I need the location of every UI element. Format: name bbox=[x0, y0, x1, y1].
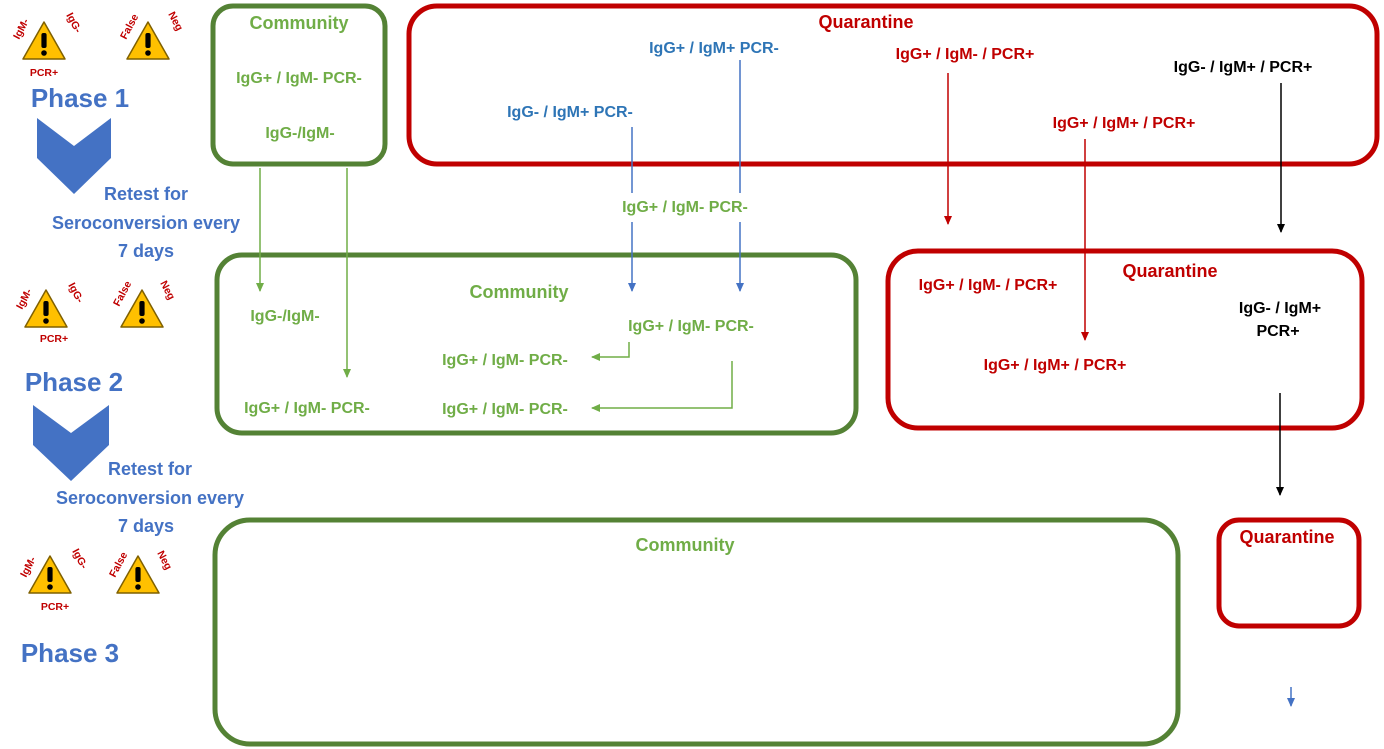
chevron-down-icon bbox=[33, 405, 109, 481]
node-community2-bottom: IgG+ / IgM- PCR- bbox=[442, 401, 568, 418]
warning-label-false: False bbox=[111, 279, 134, 308]
node-community2-igg-neg: IgG-/IgM- bbox=[250, 308, 319, 325]
community-box-phase1 bbox=[210, 3, 388, 167]
retest-line3-a: 7 days bbox=[118, 241, 174, 261]
phase-3-label: Phase 3 bbox=[21, 638, 119, 668]
node-quarantine2-igg-igm-pcr-pos: IgG+ / IgM+ / PCR+ bbox=[984, 357, 1127, 374]
warning-label-igm: IgM- bbox=[11, 16, 32, 41]
chevron-down-icon bbox=[37, 118, 111, 194]
phase-1-label: Phase 1 bbox=[31, 83, 129, 113]
community-box-phase2 bbox=[214, 252, 859, 436]
node-quarantine1-igm-pcr-pos: IgG- / IgM+ / PCR+ bbox=[1174, 59, 1313, 76]
phase-2-label: Phase 2 bbox=[25, 367, 123, 397]
node-community1-igg-neg: IgG-/IgM- bbox=[265, 125, 334, 142]
warning-label-neg: Neg bbox=[165, 10, 185, 33]
warning-label-igm: IgM- bbox=[14, 286, 35, 311]
quarantine-box-phase2 bbox=[885, 248, 1365, 431]
warning-icon-phase1-a bbox=[22, 21, 66, 60]
quarantine-box-phase1 bbox=[406, 3, 1380, 167]
node-quarantine1-igg-pos-pcr-pos: IgG+ / IgM- / PCR+ bbox=[896, 46, 1035, 63]
retest-line1-b: Retest for bbox=[108, 459, 192, 479]
retest-line3-b: 7 days bbox=[118, 516, 174, 536]
quarantine-title-phase3: Quarantine bbox=[1239, 527, 1334, 547]
node-community2-right: IgG+ / IgM- PCR- bbox=[628, 318, 754, 335]
quarantine-title-phase2: Quarantine bbox=[1122, 261, 1217, 281]
warning-label-pcr: PCR+ bbox=[40, 333, 68, 345]
community-title-phase2: Community bbox=[470, 282, 569, 302]
community-title-phase3: Community bbox=[636, 535, 735, 555]
warning-label-igm: IgM- bbox=[18, 554, 39, 579]
warning-label-igg: IgG- bbox=[65, 281, 86, 306]
community-box-phase3 bbox=[212, 517, 1181, 747]
retest-line1-a: Retest for bbox=[104, 184, 188, 204]
node-community2-left-bottom: IgG+ / IgM- PCR- bbox=[244, 400, 370, 417]
community-title-phase1: Community bbox=[250, 13, 349, 33]
node-quarantine2-igm-line2: PCR+ bbox=[1256, 323, 1299, 340]
node-quarantine1-igg-igm-pos: IgG+ / IgM+ PCR- bbox=[649, 40, 779, 57]
warning-label-neg: Neg bbox=[154, 549, 174, 572]
retest-line2-b: Seroconversion every bbox=[56, 488, 244, 508]
arrow-green bbox=[591, 342, 630, 361]
warning-label-neg: Neg bbox=[157, 279, 177, 302]
node-seroconverted: IgG+ / IgM- PCR- bbox=[622, 199, 748, 216]
warning-label-pcr: PCR+ bbox=[30, 67, 58, 79]
node-community1-igg-pos: IgG+ / IgM- PCR- bbox=[236, 70, 362, 87]
warning-label-igg: IgG- bbox=[63, 11, 84, 36]
quarantine-title-phase1: Quarantine bbox=[818, 12, 913, 32]
quarantine-box-phase3 bbox=[1216, 517, 1362, 629]
warning-label-igg: IgG- bbox=[69, 547, 90, 572]
node-quarantine2-igg-pcr-pos: IgG+ / IgM- / PCR+ bbox=[919, 277, 1058, 294]
node-quarantine1-igm-pos: IgG- / IgM+ PCR- bbox=[507, 104, 633, 121]
node-quarantine1-igg-igm-pcr-pos: IgG+ / IgM+ / PCR+ bbox=[1053, 115, 1196, 132]
node-community2-middle: IgG+ / IgM- PCR- bbox=[442, 352, 568, 369]
warning-label-false: False bbox=[118, 12, 141, 41]
warning-label-pcr: PCR+ bbox=[41, 601, 69, 613]
node-quarantine2-igm-line1: IgG- / IgM+ bbox=[1239, 300, 1321, 317]
retest-line2-a: Seroconversion every bbox=[52, 213, 240, 233]
arrow-green bbox=[591, 361, 733, 412]
